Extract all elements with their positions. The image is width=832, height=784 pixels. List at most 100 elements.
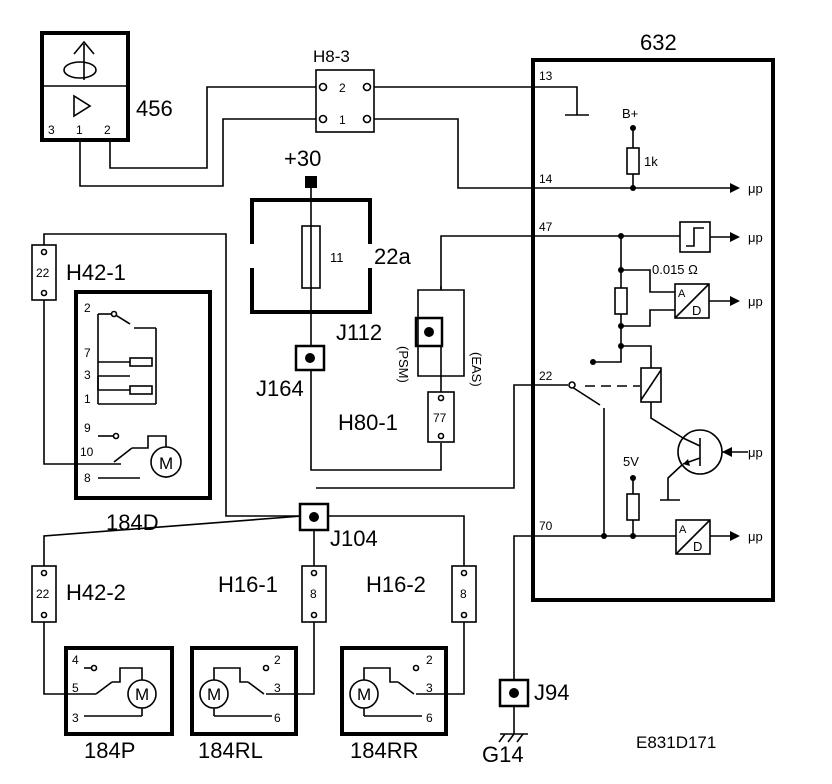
h42-2-pin-top — [40, 569, 48, 577]
wire-coil-transistor — [650, 402, 684, 439]
adc-shunt-a: A — [678, 288, 686, 300]
mirror-184rl: 2 3 6 M 184RL — [190, 646, 298, 763]
mirror-rr-pin-2: 2 — [426, 653, 433, 667]
switch-pin-10: 10 — [80, 445, 94, 459]
j104-dot — [309, 512, 319, 522]
wire-456-pin2 — [109, 86, 316, 169]
wire-h42-1-bot — [43, 300, 121, 465]
connector-h42-1: 22 H42-1 — [31, 244, 126, 301]
up-label-shunt: μp — [748, 294, 763, 309]
resistor-1k-label: 1k — [644, 154, 658, 169]
connector-h42-2: 22 H42-2 — [31, 565, 126, 623]
fuse-box-gap-left — [248, 244, 256, 268]
sensor-pin-2: 2 — [104, 123, 111, 137]
wire-h42-2-184p — [43, 622, 96, 695]
mirror-p-motor-m: M — [135, 685, 149, 704]
wire-pin70 — [513, 535, 676, 680]
j94-label: J94 — [534, 680, 569, 705]
mirror-184p-label: 184P — [84, 738, 135, 763]
ecu-632-body — [531, 58, 775, 602]
adc-shunt-diag — [674, 283, 710, 319]
switch-pin-1: 1 — [84, 392, 91, 406]
j112-bracket-top — [417, 289, 465, 296]
h16-1-body — [301, 565, 327, 623]
connector-h8-3: 2 1 H8-3 — [313, 47, 375, 133]
mirror-p-pin-4: 4 — [72, 653, 79, 667]
switch-pin-8: 8 — [84, 471, 91, 485]
mirror-rr-motor-m: M — [357, 685, 371, 704]
j112-label: J112 — [336, 320, 382, 345]
adc-70-a: A — [679, 524, 687, 536]
node-70-b — [630, 533, 636, 539]
switch-pin-3: 3 — [84, 368, 91, 382]
h42-1-pin-bot — [40, 289, 48, 297]
up-label-70: μp — [748, 529, 763, 544]
h42-1-label: H42-1 — [66, 260, 126, 285]
switch-dot-9 — [112, 432, 120, 440]
ground-hatch-3 — [516, 733, 524, 743]
up-label-transistor: μp — [748, 445, 763, 460]
wire-pin22 — [316, 384, 568, 489]
ecu-pin-14: 14 — [539, 172, 553, 186]
fuse-box-gap-right — [366, 244, 374, 268]
wire-shunt-bot — [621, 309, 675, 327]
node-5v — [630, 475, 636, 481]
diagram-id: E831D171 — [636, 733, 716, 752]
relay-contact — [571, 386, 601, 406]
connector-h16-2: 8 H16-2 — [366, 565, 477, 623]
fuse-11-label: 11 — [330, 250, 344, 265]
connector-h16-1: 8 H16-1 — [218, 565, 327, 623]
arrow-up-47 — [730, 232, 740, 242]
shunt-resistor — [614, 287, 628, 315]
h42-2-pin-bot — [40, 611, 48, 619]
schmitt-trigger — [679, 221, 711, 253]
switch-pin-9: 9 — [84, 421, 91, 435]
switch-contact-10 — [113, 447, 133, 463]
h16-1-pin-bot — [310, 611, 318, 619]
mirror-rr-loop — [363, 667, 398, 683]
arrow-up-14 — [730, 183, 740, 193]
h8-3-pin-1: 1 — [339, 113, 346, 127]
h16-2-pin-top — [460, 569, 468, 577]
ecu-pin-47: 47 — [539, 220, 553, 234]
mirror-184p-body — [64, 646, 174, 736]
mirror-184rr-body — [340, 646, 448, 736]
h16-1-label: H16-1 — [218, 572, 278, 597]
mirror-rr-dot-2 — [412, 664, 420, 672]
h8-3-pin2-r — [362, 82, 372, 92]
up-label-47: μp — [748, 230, 763, 245]
switch-res-3 — [129, 385, 153, 395]
relay-contact-pin — [568, 381, 576, 389]
h8-3-label: H8-3 — [313, 47, 350, 66]
switch-motor-m: M — [159, 454, 173, 473]
ecu-632-label: 632 — [640, 30, 677, 55]
adc-70-d: D — [693, 539, 702, 554]
switch-184d-label: 184D — [106, 510, 159, 535]
h80-1-pin-top — [437, 394, 445, 402]
wire-relay-feed — [593, 345, 652, 368]
switch-pin-2: 2 — [84, 301, 91, 315]
switch-dot-2 — [110, 310, 118, 318]
relay-coil-diag — [640, 369, 662, 401]
h8-3-pin1-l — [318, 114, 328, 124]
h8-3-pin1-r — [362, 114, 372, 124]
plus30-label: +30 — [284, 146, 321, 171]
j164-dot — [305, 353, 315, 363]
sensor-amp-icon — [73, 94, 92, 118]
fuse-box-label: 22a — [374, 244, 411, 269]
sensor-pin-1: 1 — [76, 123, 83, 137]
5v-label: 5V — [623, 454, 639, 469]
wire-h83-pin13 — [374, 86, 578, 115]
h16-2-label: H16-2 — [366, 572, 426, 597]
wire-transistor-gnd — [667, 463, 684, 500]
mirror-rr-contact — [397, 681, 415, 695]
h42-2-label: H42-2 — [66, 580, 126, 605]
connector-h80-1: 77 H80-1 — [338, 391, 455, 443]
wire-h83-pin14 — [374, 118, 730, 189]
wire-j104-h42-2 — [43, 515, 303, 566]
bplus-node — [630, 125, 636, 131]
mirror-rl-pin-3: 3 — [274, 681, 281, 695]
node-shunt-top — [618, 267, 624, 273]
j94-body — [498, 678, 530, 708]
ecu-632: 632 13 14 47 22 70 B+ 1k μp μp 0.015 Ω A… — [531, 30, 775, 602]
